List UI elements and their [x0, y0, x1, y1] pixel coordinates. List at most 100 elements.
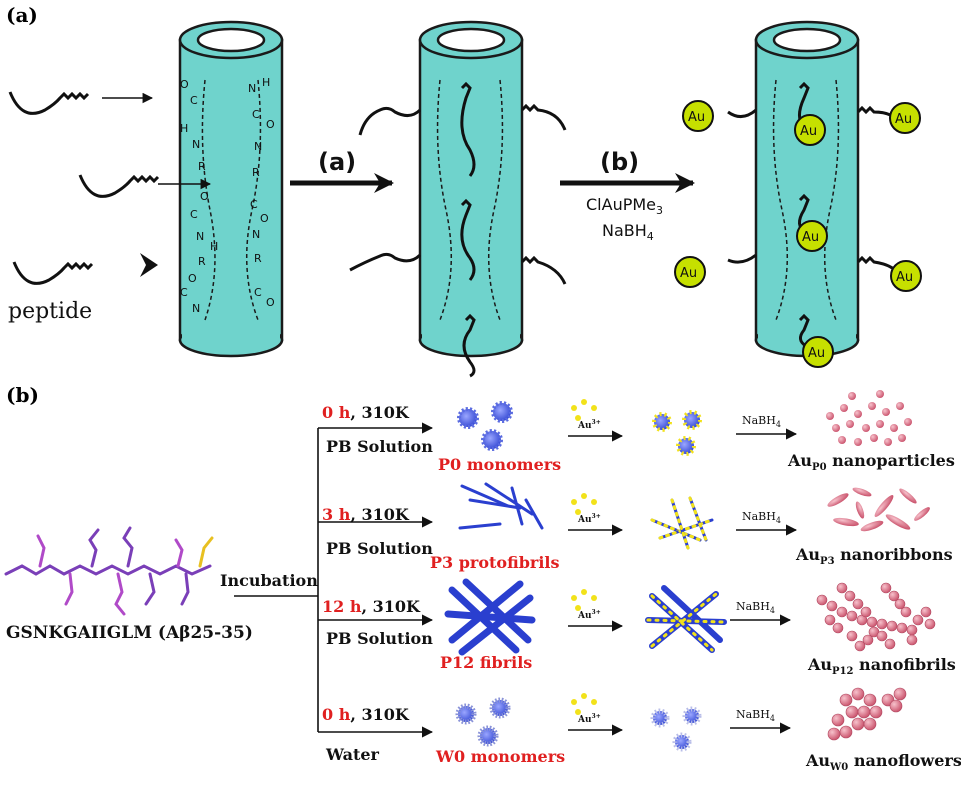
w0-monomers: [455, 697, 511, 747]
svg-text:NaBH4: NaBH4: [742, 510, 781, 525]
nanotube-2: [418, 20, 524, 358]
svg-text:N: N: [254, 140, 262, 153]
au-ion-steps: Au3+ Au3+ Au3+ Au3+: [568, 399, 624, 736]
svg-text:NaBH4: NaBH4: [602, 221, 654, 243]
svg-text:Au3+: Au3+: [577, 419, 601, 431]
svg-text:PB Solution: PB Solution: [326, 629, 433, 648]
peptide-chains: [8, 91, 160, 285]
nanotube-3: [754, 20, 860, 358]
svg-text:C: C: [252, 108, 260, 121]
svg-text:O: O: [180, 78, 189, 91]
svg-text:P0 monomers: P0 monomers: [438, 455, 561, 474]
svg-text:C: C: [190, 94, 198, 107]
reduction-steps: NaBH4 NaBH4 NaBH4 NaBH4: [730, 414, 798, 734]
gold-particle: Au: [682, 100, 714, 132]
peptide-arrows: [102, 92, 212, 277]
svg-text:O: O: [200, 190, 209, 203]
svg-text:O: O: [266, 118, 275, 131]
p12-fibrils: [444, 578, 536, 656]
panel-b-label: (b): [6, 383, 39, 407]
svg-text:N: N: [196, 230, 204, 243]
product-1-label: AuP3 nanoribbons: [795, 545, 953, 567]
p12-with-gold: [645, 585, 727, 653]
svg-text:Au3+: Au3+: [577, 713, 601, 725]
gold-particle: Au: [674, 256, 706, 288]
incubation-tree: [234, 422, 434, 738]
svg-text:P3 protofibrils: P3 protofibrils: [430, 553, 560, 572]
product-3-label: AuW0 nanoflowers: [805, 751, 961, 773]
svg-text:Au: Au: [800, 124, 817, 139]
gold-particle: Au: [890, 260, 922, 292]
svg-text:N: N: [252, 228, 260, 241]
row-2-labels: 12 h, 310K PB Solution P12 fibrils: [322, 597, 532, 672]
p0-with-gold: [652, 410, 702, 456]
row-1-labels: 3 h, 310K PB Solution P3 protofibrils: [322, 505, 560, 572]
product-2-label: AuP12 nanofibrils: [807, 655, 956, 677]
w0-with-gold: [650, 706, 702, 752]
svg-text:C: C: [190, 208, 198, 221]
svg-text:W0 monomers: W0 monomers: [435, 747, 565, 766]
svg-text:NaBH4: NaBH4: [736, 600, 775, 615]
svg-text:PB Solution: PB Solution: [326, 437, 433, 456]
p3-protofibrils: [458, 482, 544, 530]
svg-text:(a): (a): [318, 148, 356, 176]
svg-text:Au: Au: [896, 270, 913, 285]
svg-text:O: O: [260, 212, 269, 225]
svg-text:Au3+: Au3+: [577, 513, 601, 525]
svg-text:0 h, 310K: 0 h, 310K: [322, 705, 410, 724]
svg-text:0 h, 310K: 0 h, 310K: [322, 403, 410, 422]
p0-monomers: [457, 401, 513, 451]
svg-text:12 h, 310K: 12 h, 310K: [322, 597, 421, 616]
tube-2-peptides: [349, 81, 567, 378]
svg-text:Au: Au: [895, 112, 912, 127]
svg-text:Au3+: Au3+: [577, 609, 601, 621]
svg-text:R: R: [198, 255, 206, 268]
svg-text:NaBH4: NaBH4: [742, 414, 781, 429]
svg-text:R: R: [198, 160, 206, 173]
svg-text:PB Solution: PB Solution: [326, 539, 433, 558]
svg-text:C: C: [250, 198, 258, 211]
gold-particle: Au: [794, 114, 826, 146]
au-nanoflowers: [827, 687, 907, 741]
svg-text:P12 fibrils: P12 fibrils: [440, 653, 532, 672]
panel-a-label: (a): [6, 3, 38, 27]
gold-particle: Au: [796, 220, 828, 252]
svg-text:N: N: [192, 302, 200, 315]
svg-text:Au: Au: [808, 346, 825, 361]
gold-particle: Au: [889, 102, 921, 134]
gold-particle: Au: [802, 336, 834, 368]
row-3-labels: 0 h, 310K Water W0 monomers: [322, 705, 565, 766]
svg-text:C: C: [180, 286, 188, 299]
peptide-sequence: GSNKGAIIGLM (Aβ25-35): [6, 623, 253, 643]
svg-text:H: H: [262, 76, 270, 89]
svg-text:3 h, 310K: 3 h, 310K: [322, 505, 410, 524]
svg-text:Au: Au: [680, 266, 697, 281]
svg-text:Au: Au: [802, 230, 819, 245]
svg-text:O: O: [188, 272, 197, 285]
svg-text:H: H: [180, 122, 188, 135]
product-0-label: AuP0 nanoparticles: [787, 451, 955, 473]
au-nanofibrils: [816, 582, 936, 652]
svg-text:NaBH4: NaBH4: [736, 708, 775, 723]
incubation-label: Incubation: [220, 571, 318, 590]
svg-text:Au: Au: [688, 110, 705, 125]
svg-text:(b): (b): [600, 148, 639, 176]
step-a-arrow: (a): [290, 148, 394, 193]
nanotube-1: [178, 20, 284, 358]
svg-text:R: R: [252, 166, 260, 179]
peptide-molecule: [4, 526, 214, 616]
svg-text:Water: Water: [325, 745, 380, 764]
svg-text:H: H: [210, 240, 218, 253]
au-nanoparticles: [826, 390, 912, 446]
gold-nanoparticles-a: Au Au Au Au Au Au Au: [674, 100, 922, 368]
svg-text:C: C: [254, 286, 262, 299]
svg-text:ClAuPMe3: ClAuPMe3: [586, 195, 663, 217]
svg-text:N: N: [192, 138, 200, 151]
p3-with-gold: [650, 496, 714, 550]
tube-3-peptides: [727, 81, 896, 348]
svg-text:N: N: [248, 82, 256, 95]
svg-text:R: R: [254, 252, 262, 265]
step-b-arrow: (b) ClAuPMe3 NaBH4: [560, 148, 695, 243]
au-nanoribbons: [827, 487, 930, 532]
